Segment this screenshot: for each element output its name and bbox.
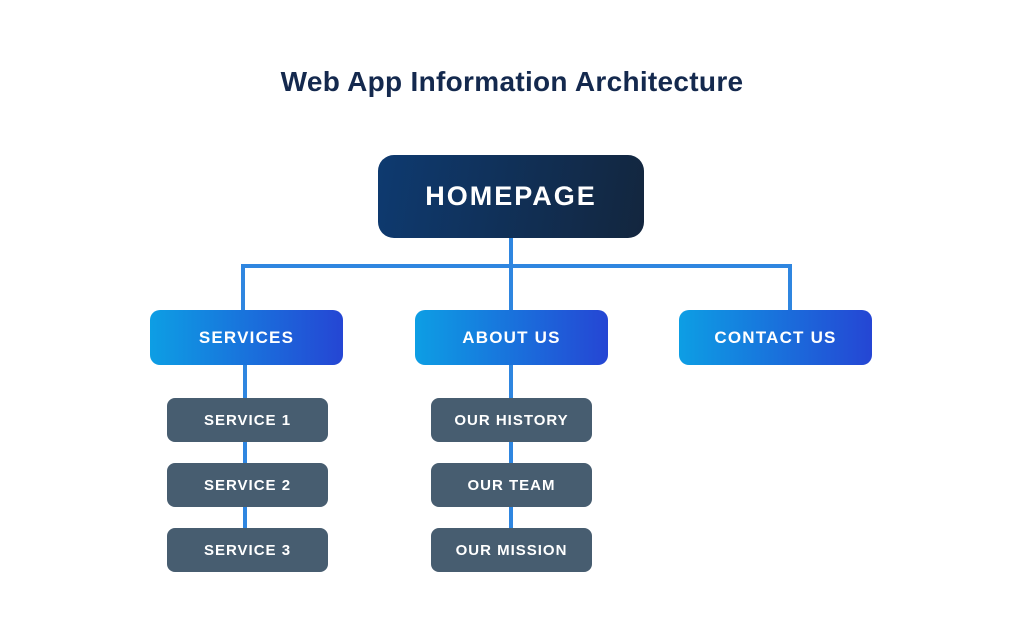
node-our-history[interactable]: OUR HISTORY [431,398,592,442]
node-contact-us[interactable]: CONTACT US [679,310,872,365]
connector-root-stem [509,238,513,268]
node-our-team[interactable]: OUR TEAM [431,463,592,507]
connector-services-column [243,365,247,550]
connector-drop-services [241,264,245,310]
diagram-title: Web App Information Architecture [280,66,744,97]
node-service-1[interactable]: SERVICE 1 [167,398,328,442]
connector-drop-contact [788,264,792,310]
connector-horizontal-bar [241,264,792,268]
node-services[interactable]: SERVICES [150,310,343,365]
connector-drop-about [509,264,513,310]
connector-about-column [509,365,513,550]
node-service-3[interactable]: SERVICE 3 [167,528,328,572]
node-our-mission[interactable]: OUR MISSION [431,528,592,572]
node-service-2[interactable]: SERVICE 2 [167,463,328,507]
node-about-us[interactable]: ABOUT US [415,310,608,365]
node-homepage[interactable]: HOMEPAGE [378,155,644,238]
